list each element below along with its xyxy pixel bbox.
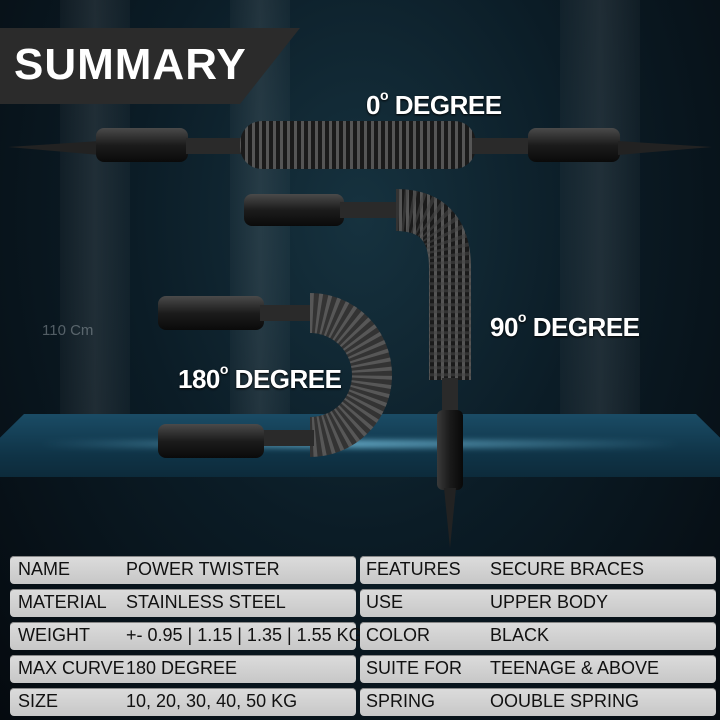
- spec-row: MAX CURVE 180 DEGREE: [10, 655, 356, 683]
- spec-value: POWER TWISTER: [126, 559, 280, 579]
- one-eighty-degree-label: 180o DEGREE: [178, 361, 342, 395]
- summary-title: SUMMARY: [14, 40, 247, 89]
- spec-row: COLOR BLACK: [360, 622, 716, 650]
- spec-value: 180 DEGREE: [126, 658, 238, 678]
- spec-row: WEIGHT +- 0.95 | 1.15 | 1.35 | 1.55 KG: [10, 622, 363, 650]
- floor-glow: [40, 440, 680, 448]
- spec-value: SECURE BRACES: [490, 559, 645, 579]
- spec-value: +- 0.95 | 1.15 | 1.35 | 1.55 KG: [126, 625, 363, 645]
- ninety-degree-twister-bar: [244, 189, 471, 548]
- spec-value: OOUBLE SPRING: [490, 691, 640, 711]
- degree-symbol: o: [379, 87, 389, 104]
- degree-word: DEGREE: [525, 312, 640, 342]
- straight-twister-bar: [8, 121, 712, 169]
- spec-key: MAX CURVE: [18, 658, 125, 678]
- spec-value: TEENAGE & ABOVE: [490, 658, 660, 678]
- spec-key: COLOR: [366, 625, 431, 645]
- spec-key: MATERIAL: [18, 592, 107, 612]
- spec-row: SUITE FOR TEENAGE & ABOVE: [360, 655, 716, 683]
- spec-key: USE: [366, 592, 404, 612]
- spec-key: SUITE FOR: [366, 658, 463, 678]
- spec-key: FEATURES: [366, 559, 461, 579]
- spec-key: WEIGHT: [18, 625, 90, 645]
- spec-key: NAME: [18, 559, 71, 579]
- spec-row: MATERIAL STAINLESS STEEL: [10, 589, 356, 617]
- ninety-degree-value: 90: [490, 312, 518, 342]
- summary-banner: SUMMARY: [0, 28, 300, 104]
- spec-row: SIZE 10, 20, 30, 40, 50 KG: [10, 688, 356, 716]
- spec-row: NAME POWER TWISTER: [10, 556, 356, 584]
- degree-symbol: o: [517, 309, 527, 326]
- one-eighty-degree-twister-bar: [158, 293, 392, 458]
- spec-value: BLACK: [490, 625, 550, 645]
- background-pillar: [560, 0, 640, 420]
- spec-value: UPPER BODY: [490, 592, 609, 612]
- spec-row: SPRING OOUBLE SPRING: [360, 688, 716, 716]
- spec-key: SPRING: [366, 691, 436, 711]
- spec-key: SIZE: [18, 691, 59, 711]
- ninety-degree-label: 90o DEGREE: [490, 309, 640, 343]
- degree-word: DEGREE: [227, 364, 342, 394]
- spec-row: USE UPPER BODY: [360, 589, 716, 617]
- dimension-label: 110 Cm: [42, 322, 94, 339]
- zero-degree-value: 0: [366, 90, 380, 120]
- spec-value: 10, 20, 30, 40, 50 KG: [126, 691, 298, 711]
- degree-word: DEGREE: [388, 90, 502, 120]
- one-eighty-degree-value: 180: [178, 364, 220, 394]
- zero-degree-label: 0o DEGREE: [366, 87, 502, 121]
- degree-symbol: o: [219, 361, 229, 378]
- spec-value: STAINLESS STEEL: [126, 592, 286, 612]
- spec-row: FEATURES SECURE BRACES: [360, 556, 716, 584]
